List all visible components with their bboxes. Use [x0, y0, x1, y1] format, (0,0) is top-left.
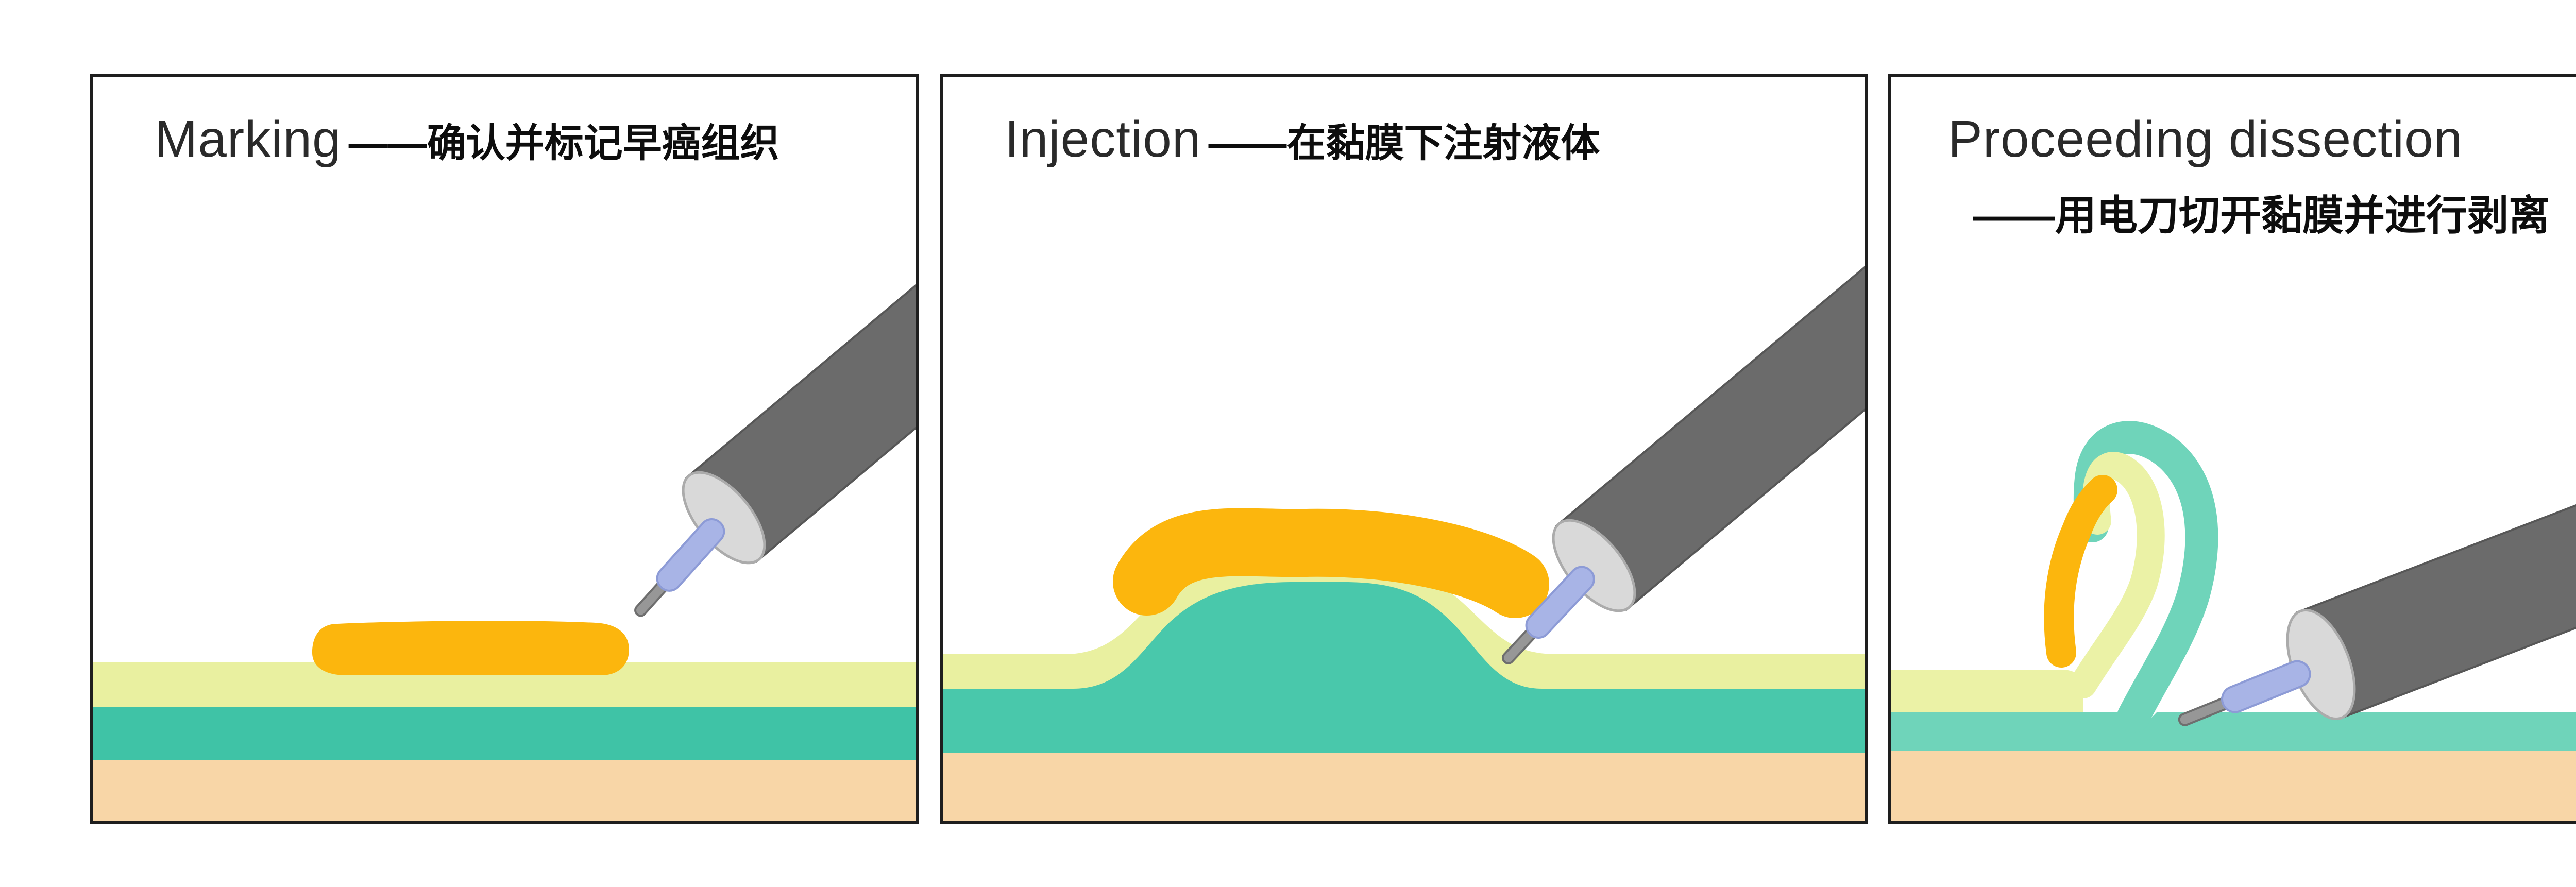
- injection-illustration: [943, 77, 1865, 821]
- needle-sheath: [656, 518, 725, 592]
- muscle-layer: [943, 753, 1865, 821]
- endoscope-tool: [1501, 77, 1865, 664]
- endoscope-tool: [2178, 352, 2576, 726]
- caption-injection-zh: ——在黏膜下注射液体: [1208, 122, 1600, 165]
- caption-injection: Injection——在黏膜下注射液体: [1005, 110, 1600, 169]
- needle-sheath: [1525, 566, 1595, 639]
- panel-dissection: Proceeding dissection ——用电刀切开黏膜并进行剥离: [1888, 74, 2576, 824]
- caption-marking-zh: ——确认并标记早癌组织: [348, 122, 779, 165]
- caption-dissection-zh: ——用电刀切开黏膜并进行剥离: [1973, 193, 2550, 238]
- muscle-layer: [1891, 751, 2576, 821]
- caption-dissection: Proceeding dissection ——用电刀切开黏膜并进行剥离: [1948, 110, 2550, 242]
- caption-dissection-en: Proceeding dissection: [1948, 110, 2463, 168]
- lesion-blob: [1113, 508, 1549, 618]
- caption-marking-en: Marking: [155, 110, 342, 168]
- endoscope-tool: [634, 77, 916, 617]
- endoscope-shaft: [1555, 77, 1865, 611]
- caption-injection-en: Injection: [1005, 110, 1201, 168]
- submucosa-layer: [1891, 712, 2576, 751]
- muscle-layer: [93, 760, 916, 821]
- lesion-blob: [2044, 475, 2117, 668]
- needle-sheath: [2221, 660, 2311, 713]
- marking-illustration: [93, 77, 916, 821]
- caption-marking: Marking——确认并标记早癌组织: [155, 110, 779, 169]
- panel-marking: Marking——确认并标记早癌组织: [90, 74, 919, 824]
- mucosa-strip-left: [1891, 670, 2083, 712]
- dissection-illustration: [1891, 352, 2576, 821]
- panel-injection: Injection——在黏膜下注射液体: [940, 74, 1868, 824]
- lesion-blob: [312, 621, 629, 675]
- submucosa-fluid-cushion: [943, 582, 1865, 753]
